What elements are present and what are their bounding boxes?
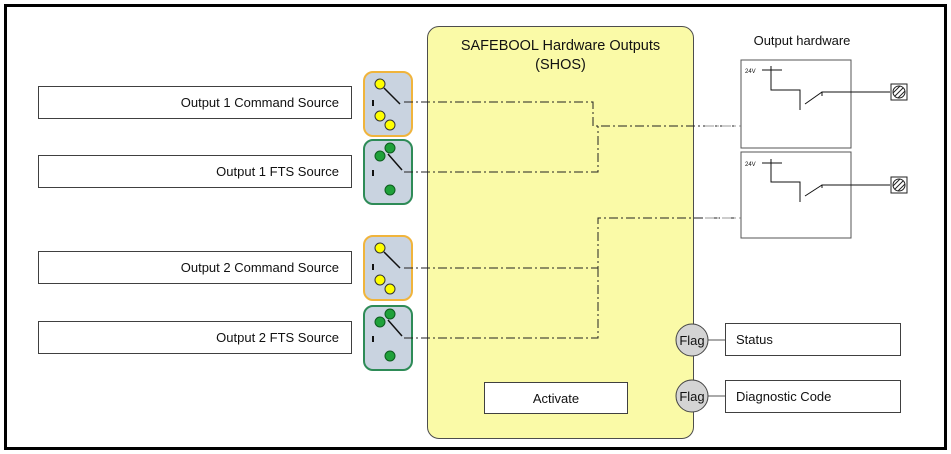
relay-box-1: 24V xyxy=(740,59,890,149)
selector-1-command xyxy=(363,71,413,137)
shos-title: SAFEBOOL Hardware Outputs (SHOS) xyxy=(428,37,693,75)
status-flag: Flag xyxy=(675,323,725,357)
output-2-fts-source-box: Output 2 FTS Source xyxy=(38,321,352,354)
output-hardware-title: Output hardware xyxy=(753,33,851,48)
line-output-2-command xyxy=(404,217,735,269)
signal-lines xyxy=(404,101,735,339)
output-1-command-source-box: Output 1 Command Source xyxy=(38,86,352,119)
output-2-fts-source-label: Output 2 FTS Source xyxy=(216,330,339,345)
line-output-1-fts xyxy=(404,126,599,173)
terminal-icon-2 xyxy=(890,176,908,194)
diagnostic-code-output-box: Diagnostic Code xyxy=(725,380,901,413)
output-1-fts-source-label: Output 1 FTS Source xyxy=(216,164,339,179)
output-1-command-source-label: Output 1 Command Source xyxy=(180,95,339,110)
shos-block: SAFEBOOL Hardware Outputs (SHOS) xyxy=(427,26,694,439)
activate-label: Activate xyxy=(532,390,580,406)
shos-title-line2: (SHOS) xyxy=(535,57,586,73)
diagnostic-code-output-label: Diagnostic Code xyxy=(736,389,832,404)
relay-1-voltage: 24V xyxy=(745,69,756,75)
status-flag-label: Flag xyxy=(679,333,704,348)
status-output-box: Status xyxy=(725,323,901,356)
diagnostic-code-flag: Flag xyxy=(675,379,725,413)
output-2-command-source-label: Output 2 Command Source xyxy=(180,260,339,275)
diagnostic-code-flag-label: Flag xyxy=(679,389,704,404)
shos-title-line1: SAFEBOOL Hardware Outputs xyxy=(460,38,661,54)
terminal-icon-1 xyxy=(890,83,908,101)
activate-box: Activate xyxy=(484,382,628,414)
output-2-command-source-box: Output 2 Command Source xyxy=(38,251,352,284)
line-output-1-command xyxy=(404,101,735,127)
status-output-label: Status xyxy=(736,332,773,347)
relay-box-2: 24V xyxy=(740,151,890,239)
relay-2-voltage: 24V xyxy=(745,162,756,168)
output-1-fts-source-box: Output 1 FTS Source xyxy=(38,155,352,188)
line-output-2-fts xyxy=(404,268,599,339)
